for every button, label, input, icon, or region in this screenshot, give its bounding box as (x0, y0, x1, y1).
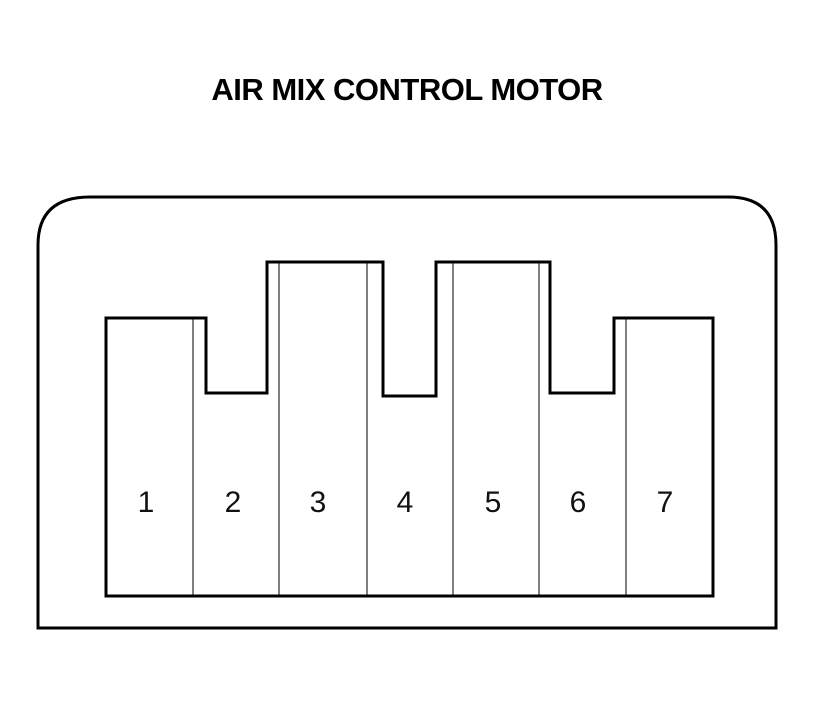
pin-number-6: 6 (570, 486, 587, 519)
pin-number-3: 3 (310, 486, 327, 519)
pin-number-5: 5 (485, 486, 502, 519)
diagram-title: AIR MIX CONTROL MOTOR (211, 72, 602, 107)
pin-number-1: 1 (138, 486, 155, 519)
connector-housing (36, 195, 778, 630)
pin-number-7: 7 (657, 486, 674, 519)
terminal-cavity-outline (104, 260, 715, 598)
pin-number-4: 4 (397, 486, 414, 519)
pin-number-2: 2 (225, 486, 242, 519)
